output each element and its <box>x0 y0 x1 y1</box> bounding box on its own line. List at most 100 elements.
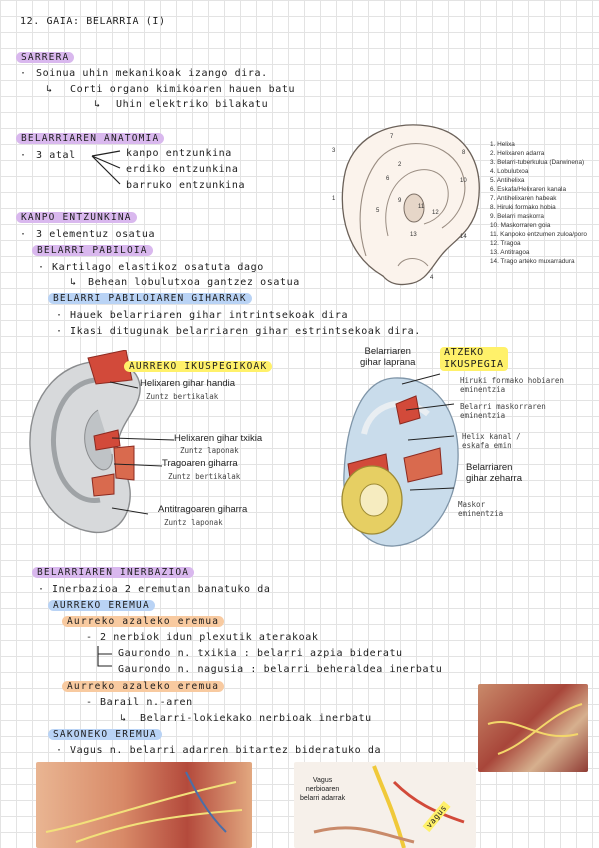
bullet-dot: · <box>38 584 45 595</box>
inerbazioa-heading: BELARRIAREN INERBAZIOA <box>32 567 195 578</box>
anterior-ear-illustration <box>29 350 141 534</box>
arrow-icon: ↳ <box>46 84 53 95</box>
vagus-label-line3: belarri adarrak <box>300 795 346 802</box>
sarrera-line2: Corti organo kimikoaren hauen batu <box>70 84 296 95</box>
ear-number: 4 <box>430 275 434 281</box>
ear-number: 8 <box>462 150 466 156</box>
legend-item: 13. Antitragoa <box>490 249 530 256</box>
ear-number: 10 <box>460 178 467 184</box>
sarrera-heading: SARRERA <box>16 52 75 63</box>
anatomia-heading: BELARRIAREN ANATOMIA <box>16 133 165 144</box>
anatomia-part-2: erdiko entzunkina <box>126 164 239 175</box>
ear-number: 6 <box>386 176 390 182</box>
ear-number: 12 <box>432 210 439 216</box>
ear-legend: 1. Helixa 2. Helixaren adarra 3. Belarri… <box>490 140 587 266</box>
kanpo-line3: Behean lobulutxoa gantzez osatua <box>88 277 300 288</box>
ear-diagram: 1 2 3 4 5 6 7 8 9 10 11 12 13 14 <box>332 124 480 286</box>
atzeko-note: Belarri maskorraren eminentzia <box>460 402 546 420</box>
aurreko-heading: AURREKO IKUSPEGIKOAK <box>124 361 273 372</box>
dash: - <box>86 632 93 643</box>
kanpo-line1: 3 elementuz osatua <box>36 229 156 240</box>
legend-item: 6. Eskafa/Helixaren kanala <box>490 186 567 193</box>
ear-number: 5 <box>376 208 380 214</box>
vagus-label-line2: nerbioaren <box>305 786 340 793</box>
legend-item: 1. Helixa <box>490 141 515 148</box>
inerbazioa-line4: Gaurondo n. nagusia : belarri beheraldea… <box>118 664 443 675</box>
legend-item: 5. Antihelixa <box>490 177 525 184</box>
ear-number: 9 <box>398 198 402 204</box>
bracket-arrows-icon <box>97 646 112 667</box>
gihar-heading: BELARRI PABILOIAREN GIHARRAK <box>48 293 252 304</box>
anatomia-lead: 3 atal <box>36 150 76 161</box>
kanpo-heading: KANPO ENTZUNKINA <box>16 212 137 223</box>
muscle-note: Zuntz bertikalak <box>146 392 219 401</box>
muscle-label: Tragoaren giharra <box>162 458 238 469</box>
atzeko-note: Helix kanal / eskafa emin <box>462 432 521 450</box>
legend-item: 8. Hiruki formako hobia <box>490 204 556 211</box>
atzeko-top-label-line1: Belarriaren <box>364 346 411 357</box>
bullet-dot: · <box>56 310 63 321</box>
nerve-dissection-image <box>478 684 588 772</box>
arrow-icon: ↳ <box>70 277 77 288</box>
sakoneko-eremua-heading: SAKONEKO EREMUA <box>48 729 162 740</box>
branch-arrows-icon <box>91 150 121 185</box>
legend-item: 7. Antihelixaren habeak <box>490 195 557 202</box>
bullet-dot: · <box>20 229 27 240</box>
vagus-label-line1: Vagus <box>312 777 333 784</box>
atzeko-top-label: Belarriaren gihar laprana <box>360 346 415 368</box>
vagus-label: Vagus nerbioaren belarri adarrak <box>300 776 345 803</box>
bullet-dot: · <box>56 326 63 337</box>
atzeko-zeharra-label: Belarriaren gihar zeharra <box>466 462 522 484</box>
page-title: 12. GAIA: BELARRIA (I) <box>20 16 166 27</box>
sarrera-line3: Uhin elektriko bilakatu <box>116 99 269 110</box>
atzeko-top-label-line2: gihar laprana <box>360 357 416 368</box>
atzeko-note: Maskor eminentzia <box>458 500 504 518</box>
muscle-note: Zuntz laponak <box>180 446 239 455</box>
ear-number: 1 <box>332 196 336 202</box>
atzeko-heading: ATZEKO IKUSPEGIA <box>440 347 508 371</box>
atzeko-heading-line1: ATZEKO <box>444 347 484 358</box>
atzeko-zeharra-line2: gihar zeharra <box>466 473 522 484</box>
bullet-dot: · <box>20 150 27 161</box>
legend-item: 11. Kanpoko entzumen zuloa/poro <box>490 231 587 238</box>
legend-item: 10. Maskorraren goia <box>490 222 551 229</box>
ear-number: 11 <box>418 204 425 210</box>
kanpo-line5: Ikasi ditugunak belarriaren gihar estrin… <box>70 326 421 337</box>
inerbazioa-line3: Gaurondo n. txikia : belarri azpia bider… <box>118 648 403 659</box>
muscle-label: Helixaren gihar txikia <box>174 433 263 444</box>
ear-number: 14 <box>460 234 467 240</box>
ear-number: 7 <box>390 134 394 140</box>
legend-item: 12. Tragoa <box>490 240 521 247</box>
pointer-lines <box>109 381 175 515</box>
anatomia-part-1: kanpo entzunkina <box>126 148 232 159</box>
aurreko-eremua-heading: AURREKO EREMUA <box>48 600 155 611</box>
arrow-icon: ↳ <box>94 99 101 110</box>
atzeko-zeharra-line1: Belarriaren <box>466 462 513 473</box>
ear-number: 2 <box>398 162 402 168</box>
inerbazioa-line1: Inerbazioa 2 eremutan banatuko da <box>52 584 271 595</box>
inerbazioa-line5: Barail n.-aren <box>100 697 193 708</box>
muscle-label: Antitragoaren giharra <box>158 504 248 515</box>
atzeko-heading-line2: IKUSPEGIA <box>444 359 504 370</box>
face-nerves-image <box>36 762 252 848</box>
muscle-note: Zuntz laponak <box>164 518 223 527</box>
kanpo-line2: Kartilago elastikoz osatuta dago <box>52 262 264 273</box>
atzeko-note: Hiruki formako hobiaren eminentzia <box>460 376 564 394</box>
kanpo-line4: Hauek belarriaren gihar intrintsekoak di… <box>70 310 349 321</box>
legend-item: 2. Helixaren adarra <box>490 150 545 157</box>
ear-number: 3 <box>332 148 336 154</box>
azaleko-eremua-b: Aurreko azaleko eremua <box>62 681 225 692</box>
inerbazioa-line2: 2 nerbiok idun plexutik aterakoak <box>100 632 319 643</box>
sarrera-line1: Soinua uhin mekanikoak izango dira. <box>36 68 268 79</box>
anatomia-part-3: barruko entzunkina <box>126 180 246 191</box>
azaleko-eremua-a: Aurreko azaleko eremua <box>62 616 225 627</box>
ear-number: 13 <box>410 232 417 238</box>
legend-item: 3. Belarri-tuberkulua (Darwinena) <box>490 159 585 166</box>
bullet-dot: · <box>38 262 45 273</box>
legend-item: 14. Trago arteko muxarradura <box>490 258 575 265</box>
pabiloia-heading: BELARRI PABILOIA <box>32 245 153 256</box>
muscle-label: Helixaren gihar handia <box>140 378 236 389</box>
bullet-dot: · <box>20 68 27 79</box>
posterior-ear-illustration <box>341 377 459 547</box>
bullet-dot: · <box>56 745 63 756</box>
